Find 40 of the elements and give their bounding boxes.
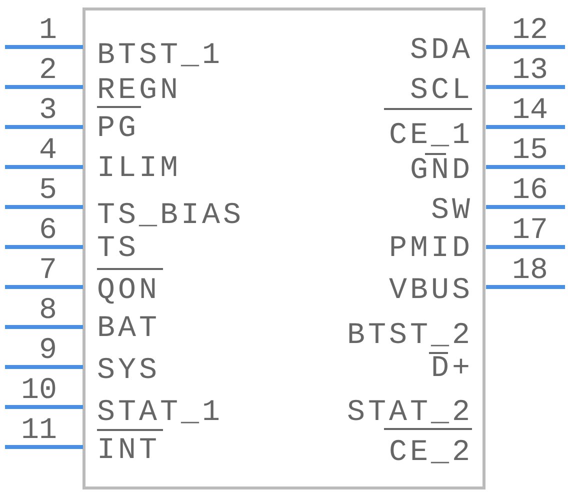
pin-number: 17	[512, 216, 548, 246]
pin-name: SCL	[410, 76, 474, 106]
pin-name: TS_BIAS	[97, 201, 244, 231]
pin-name: ILIM	[97, 154, 182, 184]
pin-name: PMID	[389, 234, 474, 264]
pin-number: 4	[39, 136, 58, 166]
pin-name: INT	[97, 436, 160, 466]
pin-number: 9	[39, 336, 58, 366]
pin-name: REGN	[97, 76, 182, 106]
pin-number: 1	[39, 16, 58, 46]
pin-name: SDA	[410, 36, 474, 66]
pin-name: CE_2	[389, 438, 474, 468]
pin-number: 7	[39, 256, 58, 286]
pin-number: 2	[39, 56, 58, 86]
pin-name: BAT	[97, 314, 160, 344]
pin-number: 5	[39, 176, 58, 206]
pin-name: PG	[97, 114, 140, 144]
pin-number: 6	[39, 216, 58, 246]
pin-name: STAT_2	[347, 398, 474, 428]
pin-number: 15	[512, 136, 548, 166]
pin-name: BTST_1	[97, 41, 224, 71]
pin-number: 13	[512, 56, 548, 86]
pin-number: 11	[21, 416, 58, 446]
pin-number: 18	[512, 256, 548, 286]
pin-number: 10	[21, 376, 58, 406]
pin-number: 3	[39, 96, 58, 126]
pin-number: 14	[512, 96, 548, 126]
pin-number: 12	[512, 16, 548, 46]
pin-name: STAT_1	[97, 398, 224, 428]
pin-name: BTST_2	[347, 321, 474, 351]
pin-name: GND	[410, 156, 474, 186]
pin-number: 16	[512, 176, 548, 206]
pin-name: D+	[431, 354, 474, 384]
pin-name: TS	[97, 234, 140, 264]
pin-name: SW	[431, 196, 474, 226]
pin-name: VBUS	[389, 276, 474, 306]
pin-number: 8	[39, 296, 58, 326]
pin-name: QON	[97, 276, 160, 306]
pin-name: SYS	[97, 356, 160, 386]
pin-name: CE_1	[389, 121, 474, 151]
